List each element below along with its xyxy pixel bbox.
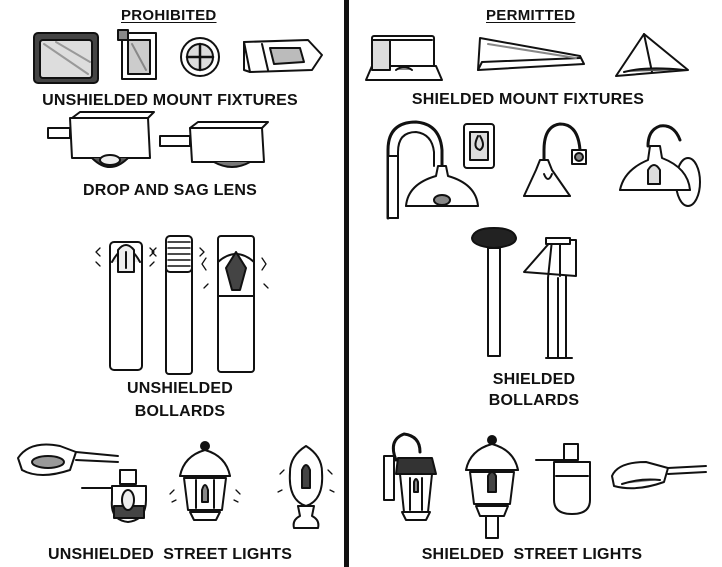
shielded-acorn-light-icon	[466, 436, 518, 538]
cobra-head-light-icon	[18, 445, 118, 476]
acorn-lantern-light-icon	[170, 442, 240, 520]
round-bulkhead-icon	[181, 38, 219, 76]
full-cutoff-wallpack-icon	[366, 36, 442, 80]
pyramid-wall-fixture-icon	[616, 34, 688, 76]
wallpack-fixture-icon	[34, 33, 98, 83]
globe-post-light-icon	[278, 446, 334, 528]
unshielded-bollard-icon-3	[202, 236, 268, 372]
hanging-shade-light-icon	[82, 470, 146, 522]
angled-wall-fixture-icon	[244, 40, 322, 72]
gooseneck-wall-light-icon	[524, 124, 586, 196]
pagoda-bollard-icon	[524, 238, 576, 358]
shielded-cobra-head-light-icon	[612, 462, 706, 488]
sag-lens-fixture-icon-2	[160, 122, 268, 167]
wall-sconce-light-icon	[464, 124, 494, 168]
shielded-hanging-light-icon	[536, 444, 590, 514]
wedge-wall-fixture-icon	[478, 38, 584, 70]
box-fixture-icon	[118, 30, 156, 79]
shielded-lantern-light-icon	[384, 434, 436, 520]
drop-lens-fixture-icon-1	[48, 112, 154, 167]
unshielded-bollard-icon-2	[152, 236, 204, 374]
unshielded-bollard-icon-1	[96, 242, 154, 370]
wall-barn-light-icon	[620, 126, 700, 206]
mushroom-bollard-icon	[472, 228, 516, 356]
